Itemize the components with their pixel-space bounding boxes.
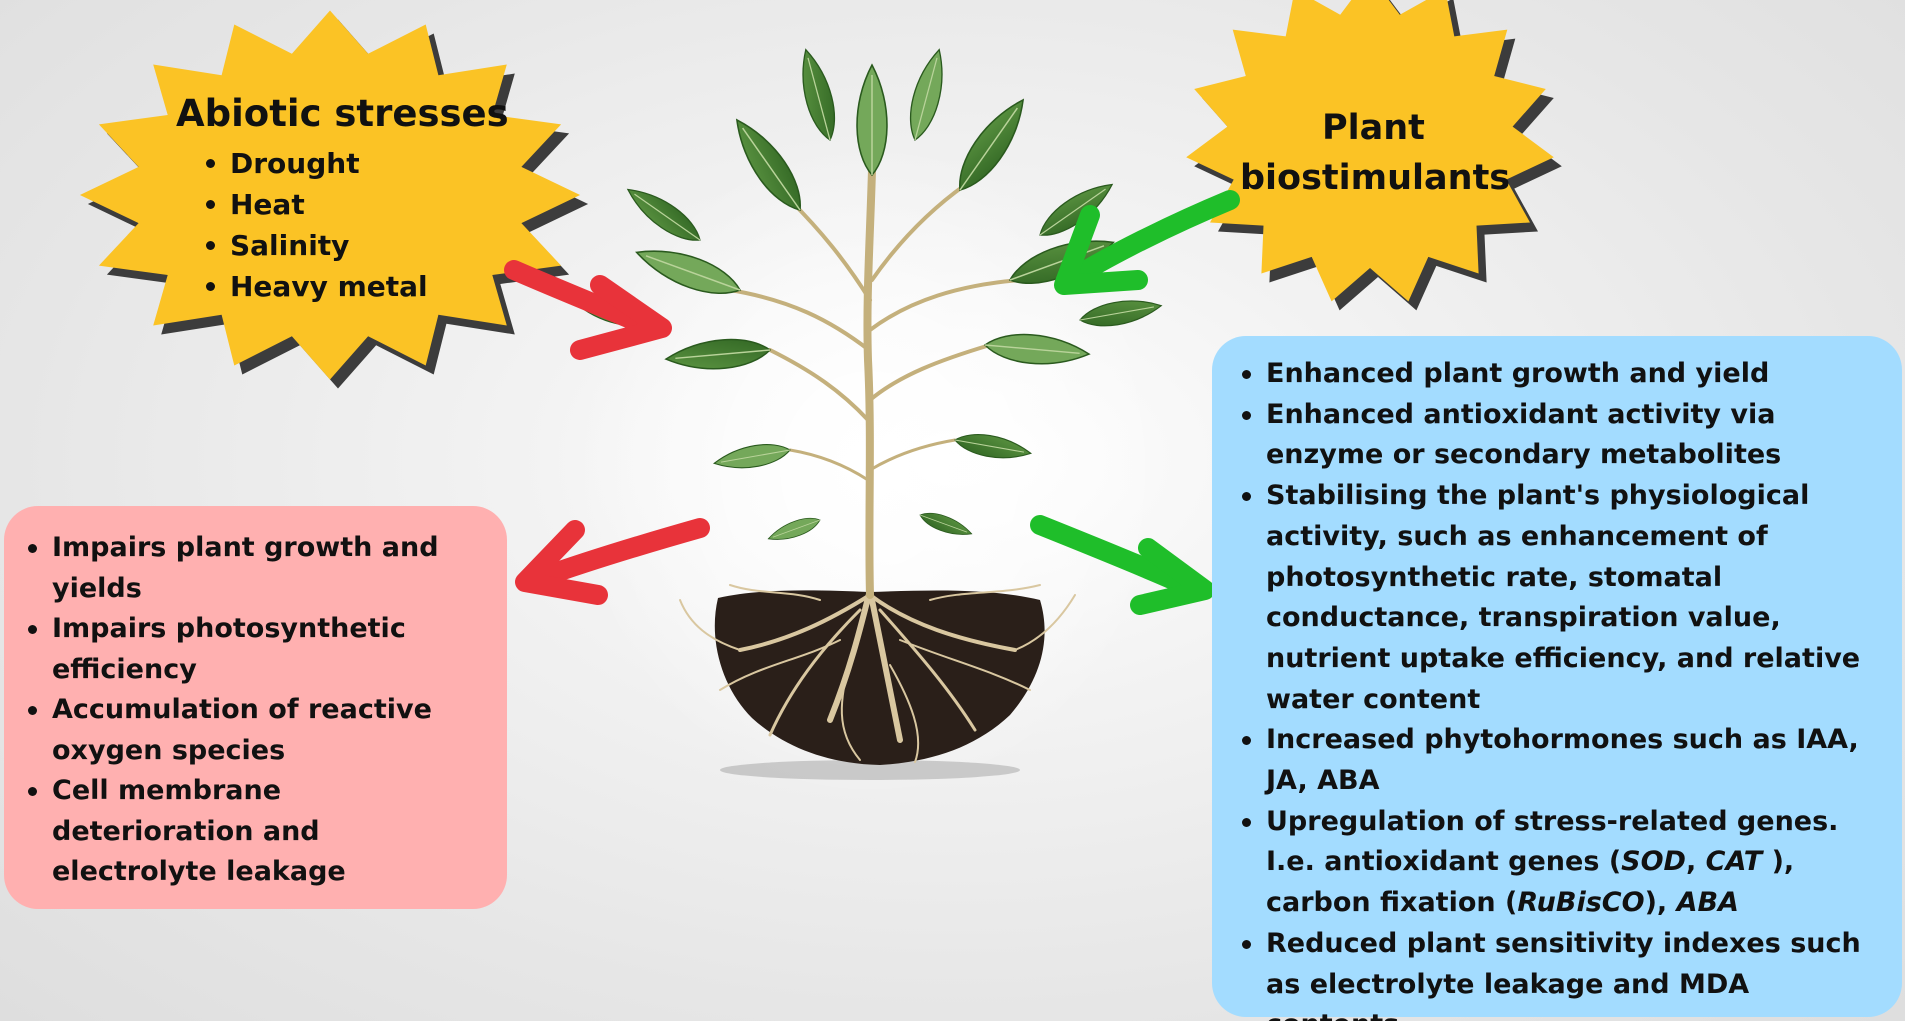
negative-effects-box: Impairs plant growth and yields Impairs … [4,506,507,909]
abiotic-title: Abiotic stresses [176,92,509,135]
list-item: Increased phytohormones such as IAA, JA,… [1234,720,1888,801]
leaf-vein [742,127,801,211]
leaf-vein [645,255,741,291]
leaf-vein [919,514,968,533]
green-arrow-to-positive-effects [1030,515,1215,615]
genes-text-mid2: ), [1644,887,1677,919]
root-strand [768,608,862,737]
genes-text-mid: ), carbon fixation ( [1266,846,1795,919]
root-strand [729,584,821,601]
list-item: Impairs photosynthetic efficiency [20,609,487,690]
root-strand [867,587,903,743]
root-strand [868,593,1017,652]
gene-aba: ABA [1676,887,1739,919]
positive-effects-list: Enhanced plant growth and yield Enhanced… [1234,354,1888,1021]
biostimulants-burst [1186,0,1562,311]
list-item: Cell membrane deterioration and electrol… [20,771,487,893]
leaf-vein [984,344,1080,354]
root-strand [899,639,1031,691]
abiotic-burst-shape [79,10,581,380]
list-item: Salinity [198,225,428,266]
list-item: Drought [198,143,428,184]
root-strand [827,587,873,723]
ground-shadow [720,760,1020,780]
list-item-genes: Upregulation of stress-related genes. I.… [1234,802,1888,924]
leaf-vein [954,439,1025,453]
stem-branch [868,438,957,472]
root-strand [719,639,841,691]
list-item: Enhanced plant growth and yield [1234,354,1888,395]
list-item: Accumulation of reactive oxygen species [20,690,487,771]
leaf-vein [720,449,791,463]
stem-branch [870,183,967,282]
genes-text-prefix: Upregulation of stress-related genes. I.… [1266,805,1839,878]
plant-stems [728,166,1022,599]
leaf-vein [959,107,1018,191]
red-arrow-to-negative-effects [515,518,710,605]
leaf-vein [675,349,771,359]
leaf-vein [772,519,821,538]
leaf-vein [634,193,701,241]
list-item: Enhanced antioxidant activity via enzyme… [1234,395,1888,476]
biostimulants-title-line2: biostimulants [1240,158,1511,198]
green-arrow-biostimulants-to-plant [1054,190,1240,295]
plant-roots [679,584,1076,763]
root-strand [889,664,920,763]
root-strand [929,584,1041,601]
stem-branch [728,288,871,352]
list-item: Impairs plant growth and yields [20,528,487,609]
abiotic-burst [79,10,589,389]
leaf-vein [807,57,831,141]
gene-cat: CAT [1705,846,1763,878]
leaf-vein [1039,188,1106,236]
gene-sod: SOD [1621,846,1686,878]
biostimulants-burst-shape [1186,0,1554,302]
plant-leaves [576,45,1164,547]
list-item: Stabilising the plant's physiological ac… [1234,476,1888,720]
red-arrow-stress-to-plant [504,260,672,360]
biostimulants-title-line1: Plant [1322,108,1425,148]
gene-rubisco: RuBisCO [1517,887,1645,919]
root-strand [738,593,872,652]
positive-effects-box: Enhanced plant growth and yield Enhanced… [1212,336,1902,1021]
root-strand [878,608,977,732]
root-strand [1014,594,1076,651]
root-strand [679,599,741,651]
genes-text-sep: , [1685,846,1706,878]
stem-branch [868,343,992,402]
stem-branch [863,166,876,599]
list-item: Reduced plant sensitivity indexes such a… [1234,924,1888,1021]
stem-branch [788,448,870,482]
leaf-vein [1079,306,1154,321]
negative-effects-list: Impairs plant growth and yields Impairs … [20,528,487,893]
abiotic-stress-list: Drought Heat Salinity Heavy metal [198,143,428,307]
plant-illustration [576,45,1164,780]
stem-branch [768,348,870,422]
list-item: Heavy metal [198,266,428,307]
leaf-vein [914,57,938,141]
stem-branch [868,278,1022,332]
list-item: Heat [198,184,428,225]
root-strand [840,659,861,761]
leaf-vein [1009,245,1105,281]
